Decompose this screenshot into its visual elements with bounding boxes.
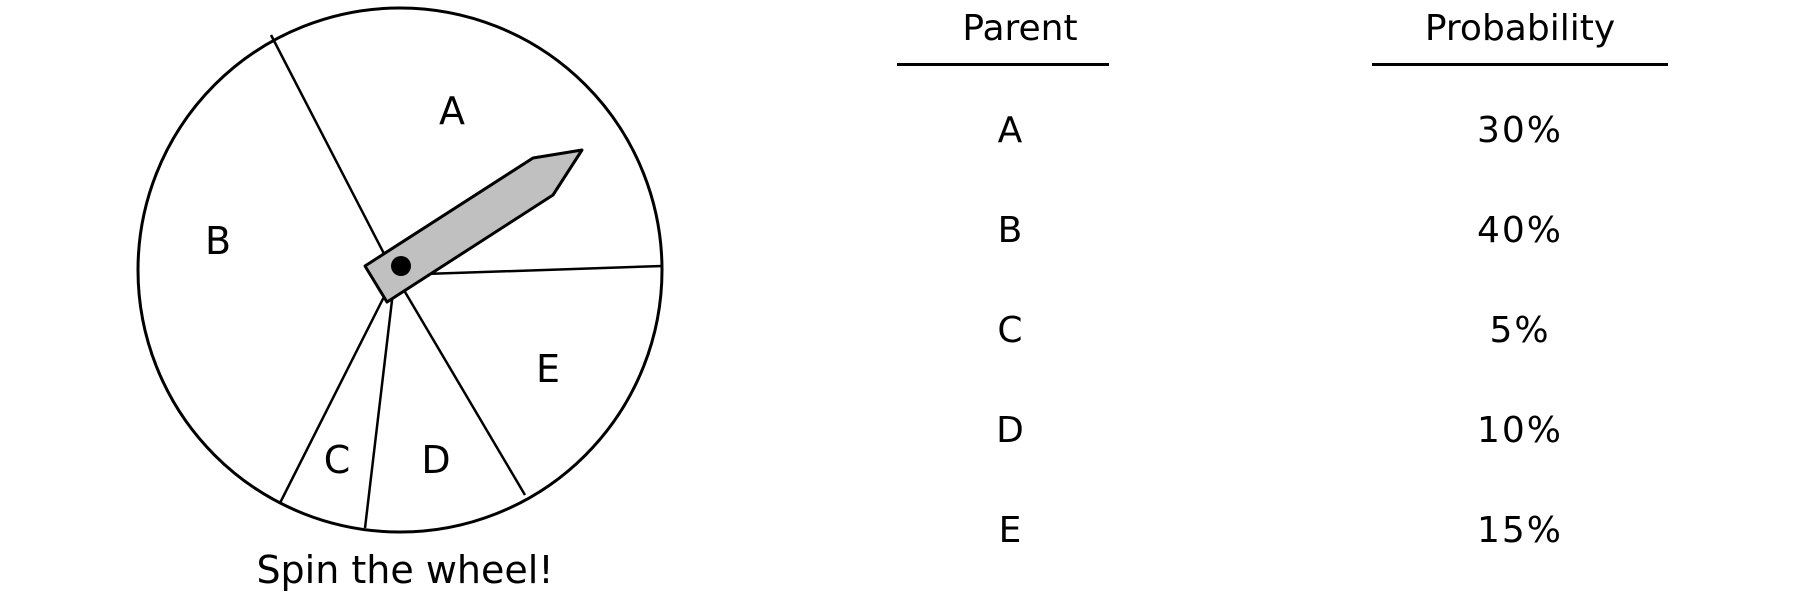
spinner-wheel[interactable]: A B C D E [0,0,800,600]
divider-c-b [278,274,397,504]
divider-d-c [363,274,397,529]
sector-label-c: C [324,438,351,482]
probability-header-rule [1372,63,1668,66]
divider-a-b [269,34,397,276]
sector-label-e: E [536,347,560,391]
sector-label-d: D [421,438,450,482]
pointer-pivot [391,256,411,276]
spin-caption: Spin the wheel! [256,548,554,592]
table-row-probability-b: 40% [1476,210,1563,251]
table-row-parent-c: C [997,310,1023,351]
sector-label-a: A [439,89,465,133]
table-row-parent-e: E [998,510,1022,551]
parent-column-header: Parent [962,8,1078,49]
parent-header-rule [897,63,1109,66]
table-row-probability-c: 5% [1489,310,1551,351]
table-row-probability-d: 10% [1476,410,1563,451]
divider-a-e [394,264,663,277]
sector-label-b: B [205,219,231,263]
table-row-probability-e: 15% [1476,510,1563,551]
spinner-pointer[interactable] [363,148,584,304]
divider-e-d [393,274,527,496]
table-row-parent-d: D [996,410,1024,451]
table-row-parent-b: B [997,210,1023,251]
probability-column-header: Probability [1424,8,1616,49]
spinner-wheel-area: A B C D E Spin the wheel! [0,0,800,600]
table-row-parent-a: A [997,110,1023,151]
probability-table: Parent Probability A 30% B 40% C 5% D 10… [880,0,1800,600]
table-row-probability-a: 30% [1476,110,1563,151]
